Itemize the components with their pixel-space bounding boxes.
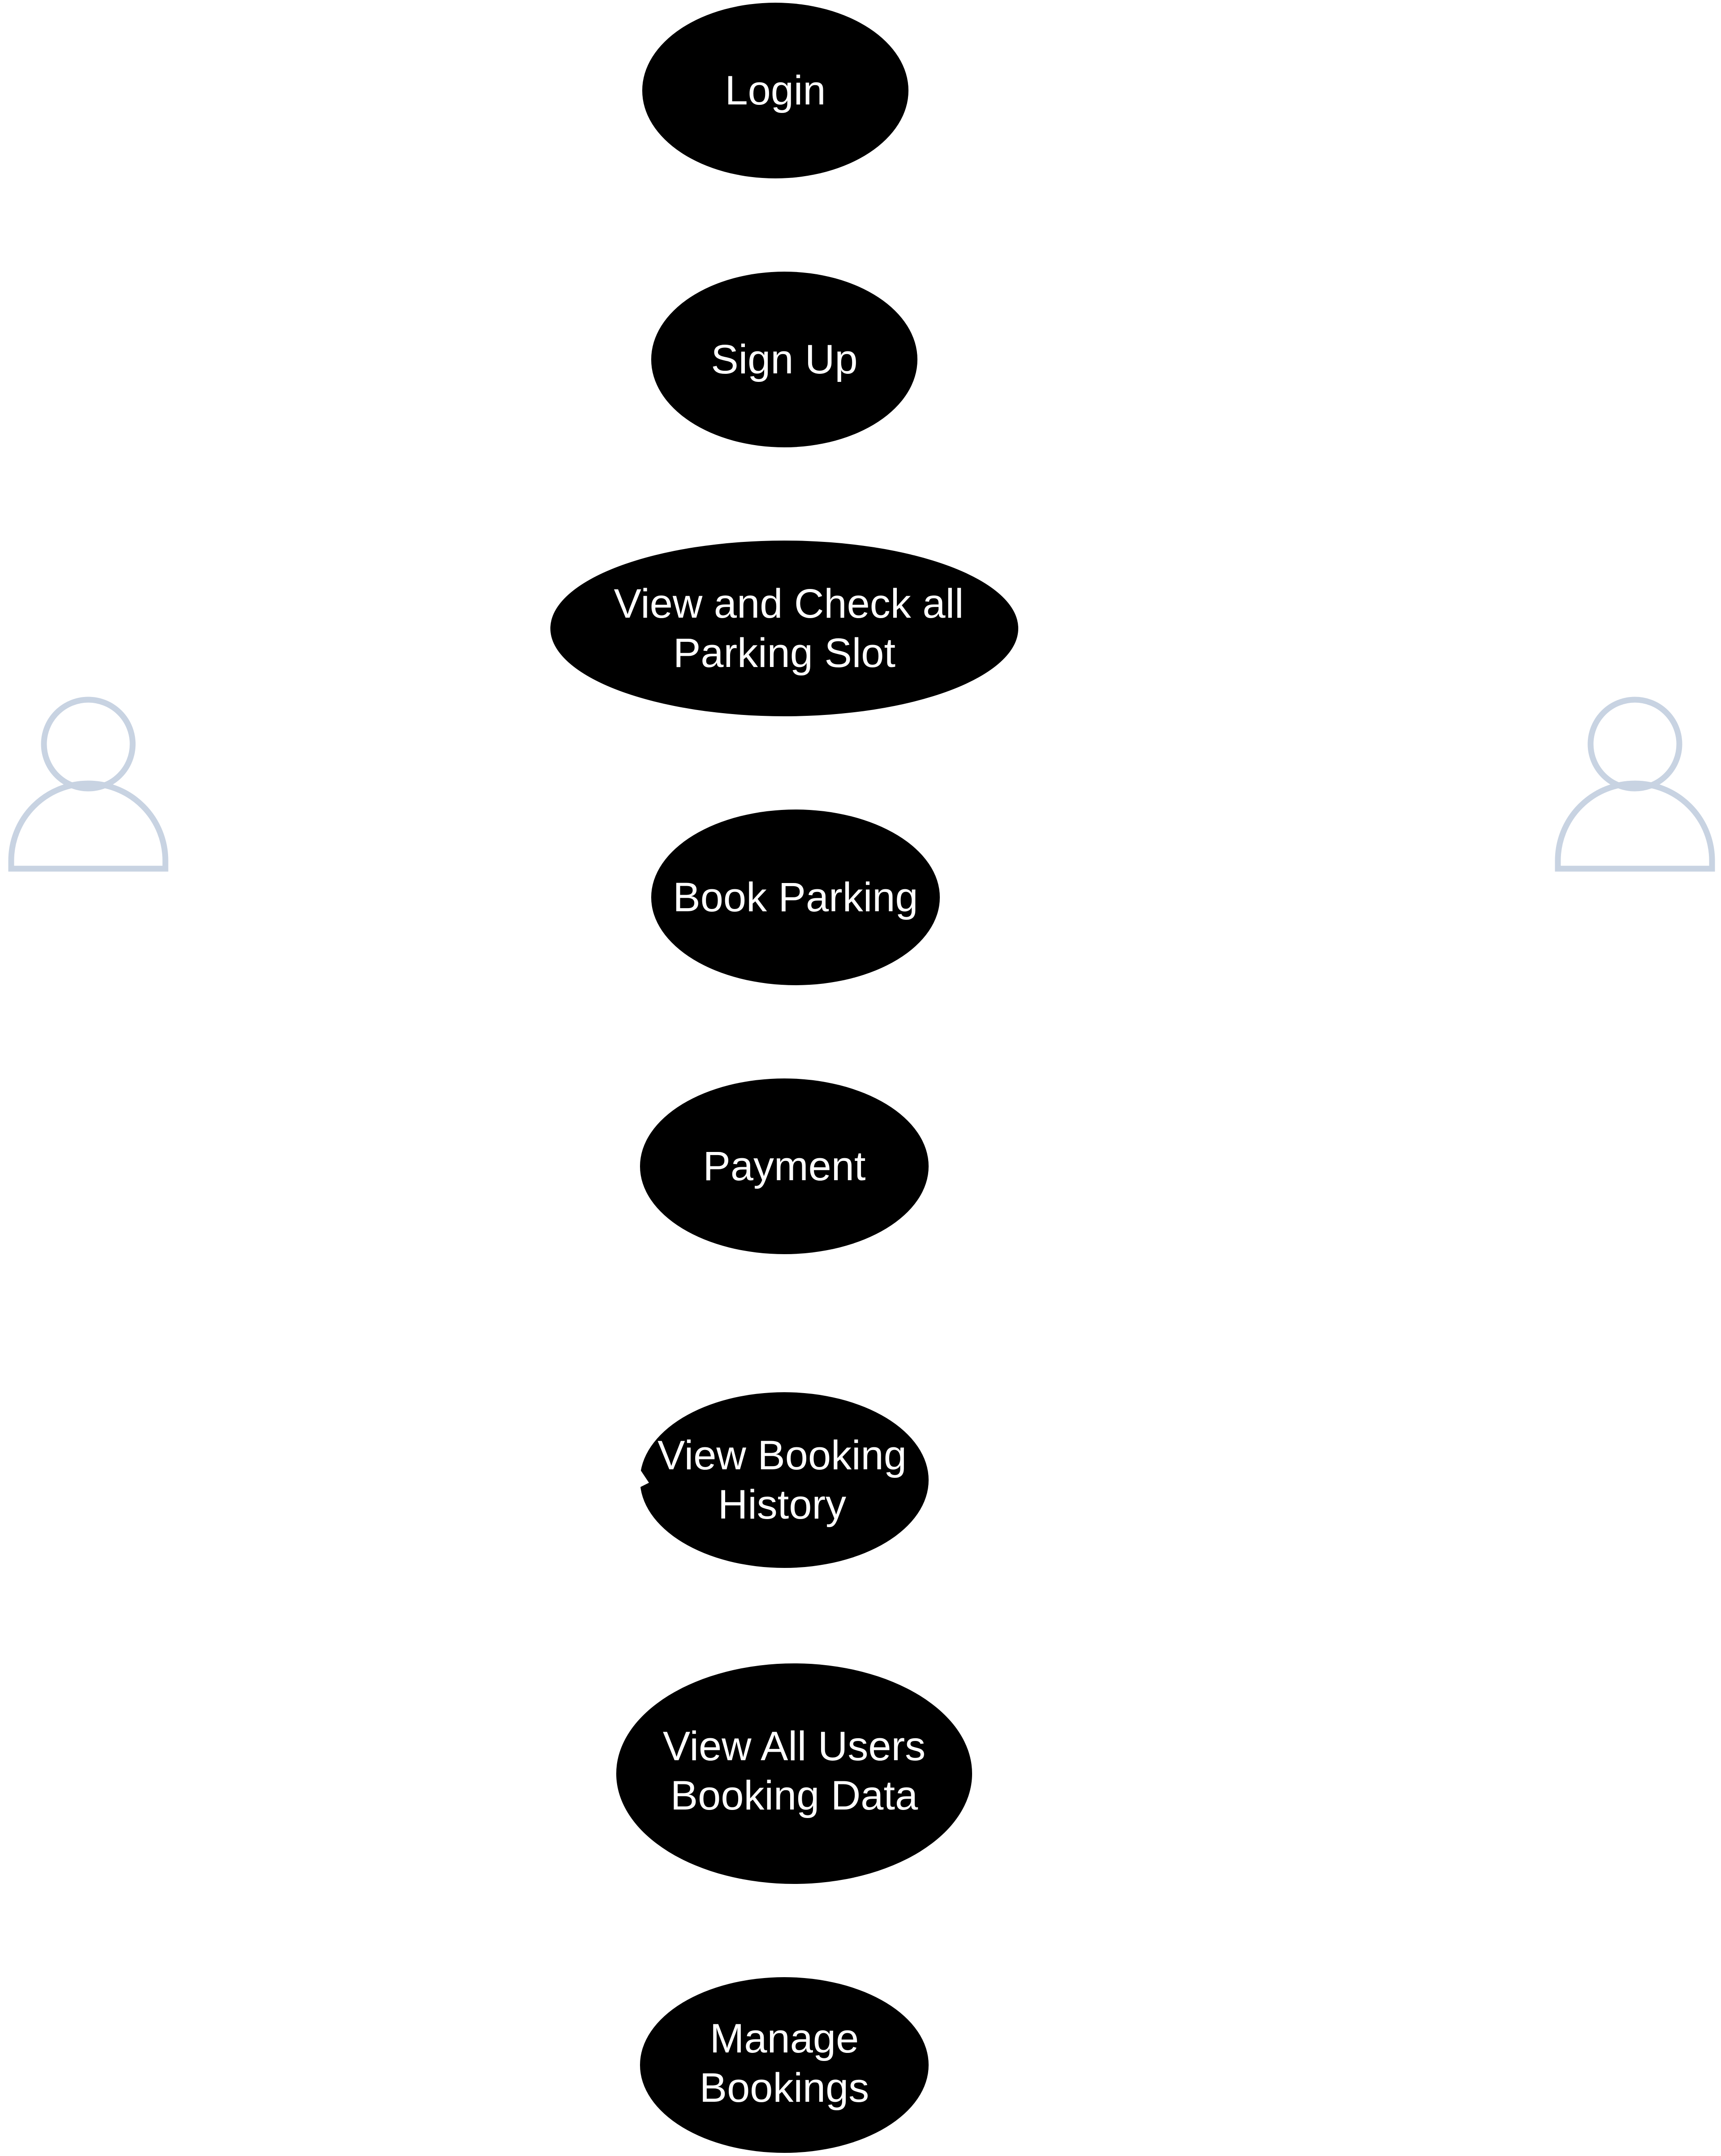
usecase-book-parking-label: Book Parking [673,875,918,920]
usecase-view-check-parking-slot-label-line-1: View and Check all [614,581,964,627]
actor-left-head [41,697,136,792]
usecase-view-check-parking-slot-ellipse [550,541,1018,716]
usecase-sign-up-ellipse [651,272,917,447]
usecase-login[interactable]: Login [642,3,908,178]
usecase-manage-bookings-label-line-1: Manage [710,2016,859,2061]
usecase-view-check-parking-slot[interactable]: View and Check all Parking Slot [550,541,1018,716]
usecase-manage-bookings-label-line-2: Bookings [700,2065,869,2111]
usecase-view-check-parking-slot-label-line-2: Parking Slot [673,630,895,676]
usecase-payment[interactable]: Payment [640,1078,929,1254]
usecase-payment-ellipse [640,1078,929,1254]
actor-left-body [8,780,169,872]
usecase-view-booking-history-label-line-2: History [718,1482,846,1528]
usecase-sign-up[interactable]: Sign Up [651,272,917,447]
usecase-view-booking-history-label-line-1: View Booking [657,1433,907,1478]
usecase-view-all-users-booking-data[interactable]: View All Users Booking Data [616,1663,972,1884]
actor-right-person-icon[interactable] [1555,697,1715,872]
usecase-manage-bookings[interactable]: Manage Bookings [640,1977,929,2153]
usecase-login-ellipse [642,3,908,178]
usecase-manage-bookings-ellipse [640,1977,929,2153]
usecase-view-all-users-booking-data-ellipse [616,1663,972,1884]
actor-left-person-icon[interactable] [8,697,169,872]
usecase-book-parking-ellipse [651,810,940,985]
usecase-view-booking-history-ellipse [640,1392,929,1568]
usecase-book-parking[interactable]: Book Parking [651,810,940,985]
usecase-view-all-users-booking-data-label-line-1: View All Users [663,1723,925,1769]
usecase-sign-up-label: Sign Up [711,337,857,382]
usecase-payment-label: Payment [703,1143,865,1189]
usecase-view-booking-history-notch [640,1469,649,1487]
usecase-view-booking-history[interactable]: View Booking History [640,1392,929,1568]
actor-right-head [1587,697,1682,792]
usecase-view-all-users-booking-data-label-line-2: Booking Data [670,1773,918,1818]
usecase-login-label: Login [725,68,826,113]
actor-right-body [1555,780,1715,872]
